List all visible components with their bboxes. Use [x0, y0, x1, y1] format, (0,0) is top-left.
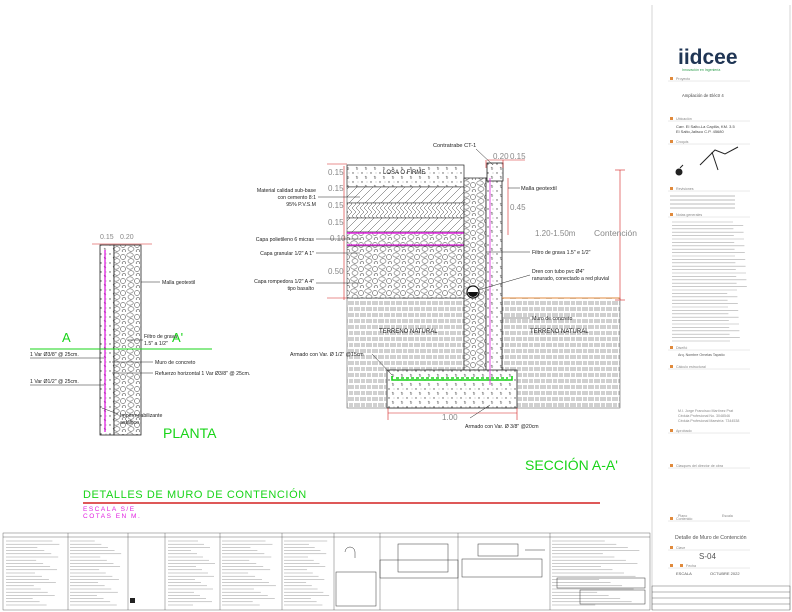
label-terreno-right: TERRENO NATURAL	[530, 329, 589, 335]
footing-rebar	[391, 376, 513, 381]
dim-020: 0.20	[493, 152, 509, 161]
label-filtro: Filtro de grava 1.5" e 1/2"	[532, 250, 591, 256]
notes-label: Notas generales	[676, 213, 702, 217]
subbase-2	[346, 202, 465, 219]
location-sketch	[675, 146, 739, 176]
units-text: COTAS EN M.	[83, 513, 141, 520]
dim-layer-1: 0.15	[328, 168, 344, 177]
label-polietileno: Capa polietileno 6 micras	[256, 237, 315, 243]
slab	[346, 164, 465, 188]
retaining-wall	[485, 177, 503, 387]
label-armado1: Armado con Var. Ø 1/2" @15cm	[290, 352, 364, 358]
fecha-label: Fecha	[686, 564, 696, 568]
notes-fine-text	[6, 540, 640, 606]
clave-value: S-04	[699, 552, 716, 561]
company-tagline: Innovación en Ingeniería	[682, 68, 720, 72]
project-label: Proyecto	[676, 77, 690, 81]
footing	[386, 369, 518, 409]
dim-010: 0.10	[330, 234, 346, 243]
label-malla: Malla geotextil	[521, 186, 557, 192]
plan-wall	[99, 244, 115, 436]
escala-label: Escala	[722, 514, 733, 518]
soil-right	[501, 297, 621, 409]
label-muro: Muro de concreto	[532, 316, 572, 322]
label-dren: Dren con tubo pvc Ø4"ranurado, conectado…	[532, 269, 609, 282]
croquis-label: Croquis	[676, 140, 689, 144]
location-label: Ubicación	[676, 117, 692, 121]
label-losa: LOSA O FIRME	[383, 170, 425, 176]
section-title: SECCIÓN A-A'	[525, 457, 618, 473]
plano-label: Plano	[678, 514, 687, 518]
section-dims	[327, 159, 625, 420]
label-contratrabe: Contratrabe CT-1	[433, 143, 476, 149]
fecha-value: OCTUBRE 2022	[710, 571, 740, 576]
dim-layer-2: 0.15	[328, 184, 344, 193]
label-rompedora: Capa rompedora 1/2" A 4"tipo basalto	[254, 279, 314, 292]
drawing-title-text: DETALLES DE MURO DE CONTENCIÓN	[83, 488, 307, 501]
general-notes	[672, 221, 747, 342]
plan-label-refuerzo: Refuerzo horizontal 1 Var Ø3/8" @ 25cm.	[155, 371, 250, 377]
drawing-title: DETALLES DE MURO DE CONTENCIÓN ESCALA S/…	[83, 488, 600, 520]
dim-045: 0.45	[510, 203, 526, 212]
plan-label-muro: Muro de concreto	[155, 360, 195, 366]
dim-050: 0.50	[328, 267, 344, 276]
section-view: 0.20 0.15 0.45 0.15 0.15 0.15 0.15 0.10 …	[254, 143, 637, 473]
dim-100: 1.00	[442, 413, 458, 422]
label-contencion: Contención	[594, 228, 637, 238]
tie-beam	[486, 162, 504, 182]
approved-label: Aprobado	[676, 429, 692, 433]
plan-dim-020: 0.20	[120, 234, 134, 241]
company-logo: iidcee	[678, 46, 738, 69]
plan-label-malla: Malla geotextil	[162, 280, 195, 286]
drain-pipe-fill	[468, 292, 478, 297]
dim-015-top: 0.15	[510, 152, 526, 161]
title-block: iidcee Innovación en Ingeniería	[651, 5, 791, 611]
dim-layer-3: 0.15	[328, 201, 344, 210]
subbase-1	[346, 186, 465, 204]
dim-120: 1.20-1.50m	[535, 229, 576, 238]
label-terreno-left: TERRENO NATURAL	[379, 329, 438, 335]
contenido-value: Detalle de Muro de Contención	[675, 535, 747, 541]
scale-text: ESCALA S/E	[83, 506, 136, 513]
project-value: Ampliación de Eléctr 4	[682, 93, 724, 98]
table-marker-icon	[130, 598, 135, 603]
contenido-label: Contenido	[676, 517, 692, 521]
breaker-layer	[346, 245, 465, 299]
gravel-filter	[463, 177, 487, 387]
plan-view: 0.15 0.20 A A' Malla geotextil Filtro de…	[30, 234, 250, 441]
cut-label-a: A	[62, 330, 71, 345]
plan-dim-015: 0.15	[100, 234, 114, 241]
subbase-3	[346, 217, 465, 233]
escala-value: ESCALA	[676, 571, 692, 576]
owner-value: Arq. Nombre Ornelas Tapatío	[678, 353, 725, 357]
clave-label: Clave	[676, 546, 685, 550]
plan-title: PLANTA	[163, 425, 217, 441]
dim-layer-4: 0.15	[328, 218, 344, 227]
notes-tables	[335, 543, 646, 607]
owner-label: Diseñó	[676, 346, 687, 350]
label-armado2: Armado con Var. Ø 3/8" @20cm	[465, 424, 539, 430]
granular-layer	[346, 231, 465, 247]
plan-label-var1: 1 Var Ø3/8" @ 25cm.	[30, 352, 79, 358]
plan-label-var2: 1 Var Ø1/2" @ 25cm.	[30, 379, 79, 385]
calc-label: Cálculo estructural	[676, 365, 706, 369]
revision-label: Revisiones	[676, 187, 694, 191]
stamp-label: Clasques del director de obra	[676, 464, 723, 468]
label-granular: Capa granular 1/2" A 1"	[260, 251, 314, 257]
cut-label-a-prime: A'	[172, 330, 183, 345]
